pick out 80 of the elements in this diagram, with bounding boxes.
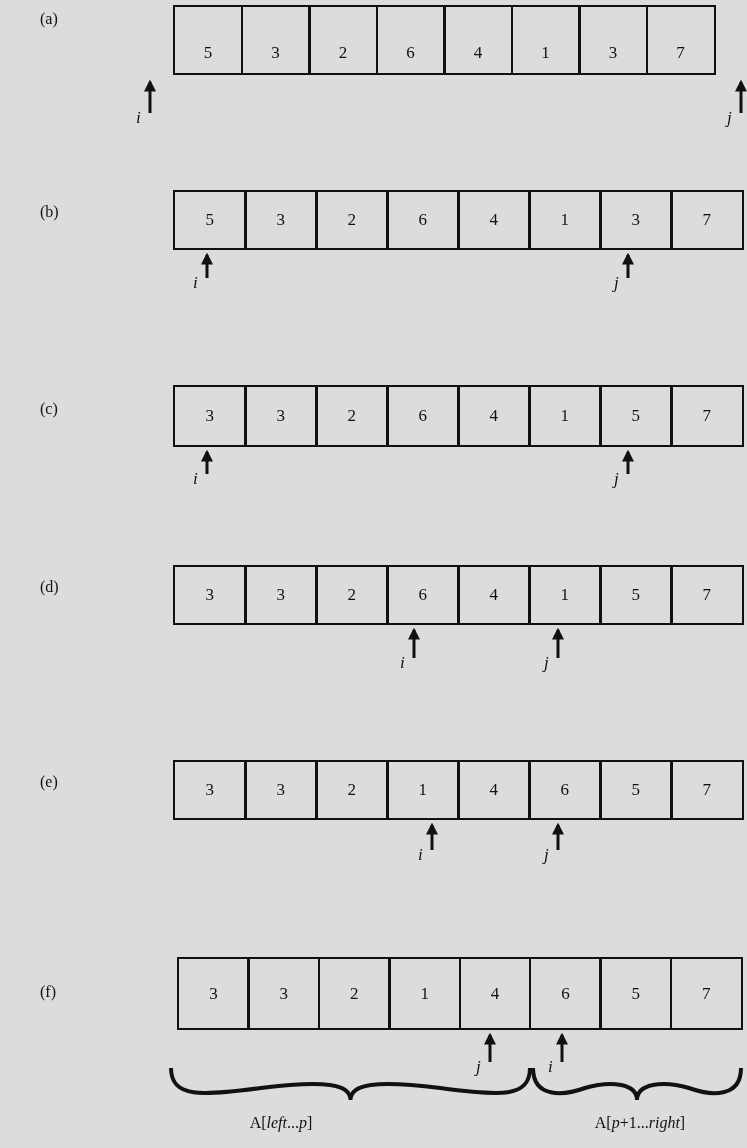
array-cell: 4 bbox=[457, 565, 531, 625]
pointer-label: j bbox=[727, 109, 732, 127]
pointer-label: i bbox=[193, 470, 198, 488]
array-cell: 3 bbox=[244, 760, 318, 820]
array-cell: 4 bbox=[457, 190, 531, 250]
array-cell: 3 bbox=[240, 5, 311, 75]
array-cell: 7 bbox=[670, 385, 744, 447]
array-cell: 7 bbox=[670, 760, 744, 820]
arrow bbox=[622, 449, 634, 474]
array-cell: 6 bbox=[375, 5, 446, 75]
array-cell: 7 bbox=[669, 957, 743, 1030]
array-cell: 3 bbox=[244, 190, 318, 250]
pointer-label: i bbox=[548, 1058, 553, 1076]
array-cell: 2 bbox=[315, 565, 389, 625]
arrow bbox=[552, 627, 564, 658]
array-cell: 7 bbox=[645, 5, 716, 75]
array-cell: 2 bbox=[315, 190, 389, 250]
array-cell: 1 bbox=[388, 957, 462, 1030]
array-cell: 6 bbox=[528, 760, 602, 820]
array-cell: 2 bbox=[315, 385, 389, 447]
arrow bbox=[735, 79, 747, 113]
array-cell: 5 bbox=[599, 760, 673, 820]
array-cell: 3 bbox=[244, 385, 318, 447]
array-cell: 2 bbox=[317, 957, 391, 1030]
range-label: A[p+1...right] bbox=[594, 1114, 686, 1132]
arrow bbox=[426, 822, 438, 850]
arrow bbox=[201, 252, 213, 278]
array-cell: 1 bbox=[510, 5, 581, 75]
array-cell: 2 bbox=[308, 5, 378, 75]
pointer-label: j bbox=[614, 470, 619, 488]
array-cell: 6 bbox=[386, 190, 460, 250]
arrow bbox=[622, 252, 634, 278]
arrow bbox=[144, 79, 156, 113]
array-cell: 3 bbox=[173, 565, 247, 625]
arrow bbox=[484, 1032, 496, 1062]
array-cell: 2 bbox=[315, 760, 389, 820]
array-cell: 5 bbox=[599, 957, 673, 1030]
array-cell: 3 bbox=[177, 957, 250, 1030]
array-cell: 3 bbox=[244, 565, 318, 625]
array-cell: 5 bbox=[173, 5, 243, 75]
arrow bbox=[552, 822, 564, 850]
array-cell: 7 bbox=[670, 565, 744, 625]
array-cell: 5 bbox=[599, 385, 673, 447]
pointer-label: i bbox=[418, 846, 423, 864]
pointer-label: j bbox=[544, 846, 549, 864]
array-cell: 5 bbox=[599, 565, 673, 625]
pointer-label: i bbox=[136, 109, 141, 127]
array-cell: 1 bbox=[528, 385, 602, 447]
arrow bbox=[408, 627, 420, 658]
row-label: (e) bbox=[40, 773, 58, 791]
arrow bbox=[201, 449, 213, 474]
array-cell: 3 bbox=[247, 957, 321, 1030]
pointer-label: i bbox=[193, 274, 198, 292]
array-cell: 6 bbox=[386, 385, 460, 447]
pointer-label: j bbox=[476, 1058, 481, 1076]
row-label: (f) bbox=[40, 983, 56, 1001]
array-cell: 7 bbox=[670, 190, 744, 250]
array-cell: 5 bbox=[173, 190, 247, 250]
array-cell: 3 bbox=[599, 190, 673, 250]
array-cell: 4 bbox=[458, 957, 532, 1030]
array-cell: 3 bbox=[173, 760, 247, 820]
arrow bbox=[556, 1032, 568, 1062]
pointer-label: j bbox=[614, 274, 619, 292]
range-label: A[left...p] bbox=[249, 1114, 313, 1132]
array-cell: 6 bbox=[386, 565, 460, 625]
pointer-label: j bbox=[544, 654, 549, 672]
row-label: (b) bbox=[40, 203, 59, 221]
array-cell: 3 bbox=[578, 5, 648, 75]
array-cell: 3 bbox=[173, 385, 247, 447]
array-cell: 4 bbox=[443, 5, 513, 75]
array-cell: 4 bbox=[457, 760, 531, 820]
row-label: (d) bbox=[40, 578, 59, 596]
array-cell: 1 bbox=[528, 190, 602, 250]
array-cell: 4 bbox=[457, 385, 531, 447]
array-cell: 1 bbox=[386, 760, 460, 820]
pointer-label: i bbox=[400, 654, 405, 672]
row-label: (c) bbox=[40, 400, 58, 418]
row-label: (a) bbox=[40, 10, 58, 28]
array-cell: 6 bbox=[529, 957, 602, 1030]
array-cell: 1 bbox=[528, 565, 602, 625]
